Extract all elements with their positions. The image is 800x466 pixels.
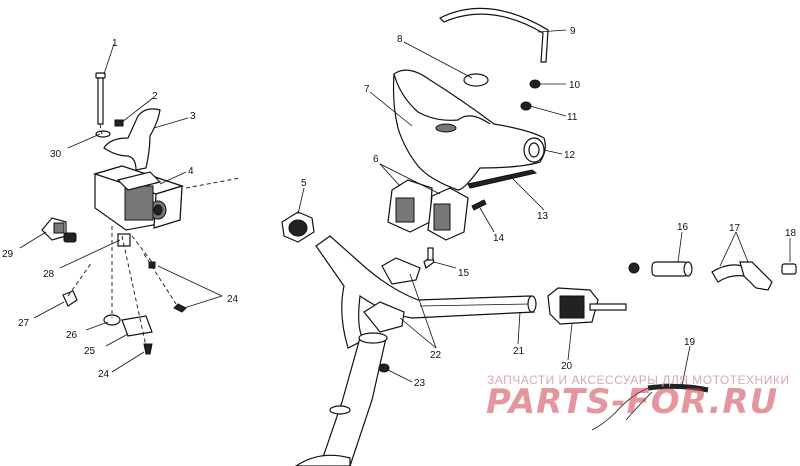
part-heater-19 — [591, 383, 709, 431]
watermark-logo: PARTS-FOR.RU — [486, 382, 779, 422]
callout-23: 23 — [414, 378, 426, 389]
part-screw-24b — [143, 343, 153, 355]
part-screw — [148, 261, 156, 269]
callout-3: 3 — [190, 111, 196, 122]
callout-17: 17 — [729, 223, 741, 234]
part-clamp-22a — [381, 257, 421, 285]
part-bolt-15-shank — [427, 247, 434, 261]
part-nut-23 — [378, 363, 390, 373]
part-clamp-22b — [363, 301, 405, 333]
part-housing-4 — [92, 165, 184, 231]
part-switch-29 — [41, 217, 77, 243]
callout-20: 20 — [561, 361, 573, 372]
part-nut-2 — [114, 119, 124, 127]
part-screw-18 — [781, 263, 797, 275]
callout-19: 19 — [684, 337, 696, 348]
part-handlebar-21 — [315, 235, 537, 349]
part-lever-17b — [739, 261, 773, 291]
callout-6: 6 — [373, 154, 379, 165]
callout-26: 26 — [66, 330, 78, 341]
callout-16: 16 — [677, 222, 689, 233]
callout-24-right: 24 — [227, 294, 239, 305]
callout-21: 21 — [513, 346, 525, 357]
part-ring-5 — [281, 211, 315, 243]
watermark-caption: ЗАПЧАСТИ И АКСЕССУАРЫ ДЛЯ МОТОТЕХНИКИ — [487, 373, 790, 387]
callout-5: 5 — [301, 178, 307, 189]
callout-12: 12 — [564, 150, 576, 161]
callout-2: 2 — [152, 91, 158, 102]
callout-11: 11 — [567, 112, 578, 123]
part-bracket-3 — [103, 108, 161, 171]
callout-15: 15 — [458, 268, 470, 279]
callout-24-bottom: 24 — [98, 369, 110, 380]
part-pad-12 — [392, 69, 546, 191]
callout-4: 4 — [188, 166, 194, 177]
part-bolt-1 — [95, 72, 106, 125]
part-grip-16 — [628, 261, 693, 277]
part-plate-25 — [121, 315, 153, 337]
part-nut-11 — [520, 101, 532, 111]
callout-13: 13 — [537, 211, 549, 222]
part-nut-10 — [529, 79, 541, 89]
part-trim-13 — [467, 169, 538, 189]
callout-14: 14 — [493, 233, 505, 244]
callout-28: 28 — [43, 269, 55, 280]
callout-7: 7 — [364, 84, 370, 95]
part-lever-17a — [711, 264, 745, 283]
callout-25: 25 — [84, 346, 96, 357]
part-clamp-6 — [387, 179, 469, 241]
callout-labels: 1 2 3 4 5 6 7 8 9 10 11 12 13 14 15 17 1… — [2, 26, 797, 389]
callout-22: 22 — [430, 350, 442, 361]
callout-9: 9 — [570, 26, 576, 37]
part-grommet-26 — [103, 314, 121, 326]
leader-lines — [19, 29, 791, 387]
callout-10: 10 — [569, 80, 581, 91]
callout-1: 1 — [112, 38, 118, 49]
part-washer-30 — [95, 130, 111, 138]
part-strap-9 — [438, 7, 549, 63]
part-throttle-20 — [547, 287, 627, 325]
part-clip-27 — [62, 290, 78, 307]
callout-30: 30 — [50, 149, 62, 160]
callout-18: 18 — [785, 228, 797, 239]
part-steering-post — [294, 332, 388, 466]
part-screw-14 — [471, 199, 487, 211]
callout-29: 29 — [2, 249, 14, 260]
callout-8: 8 — [397, 34, 403, 45]
callout-27: 27 — [18, 318, 30, 329]
part-screw-24a — [173, 303, 187, 313]
